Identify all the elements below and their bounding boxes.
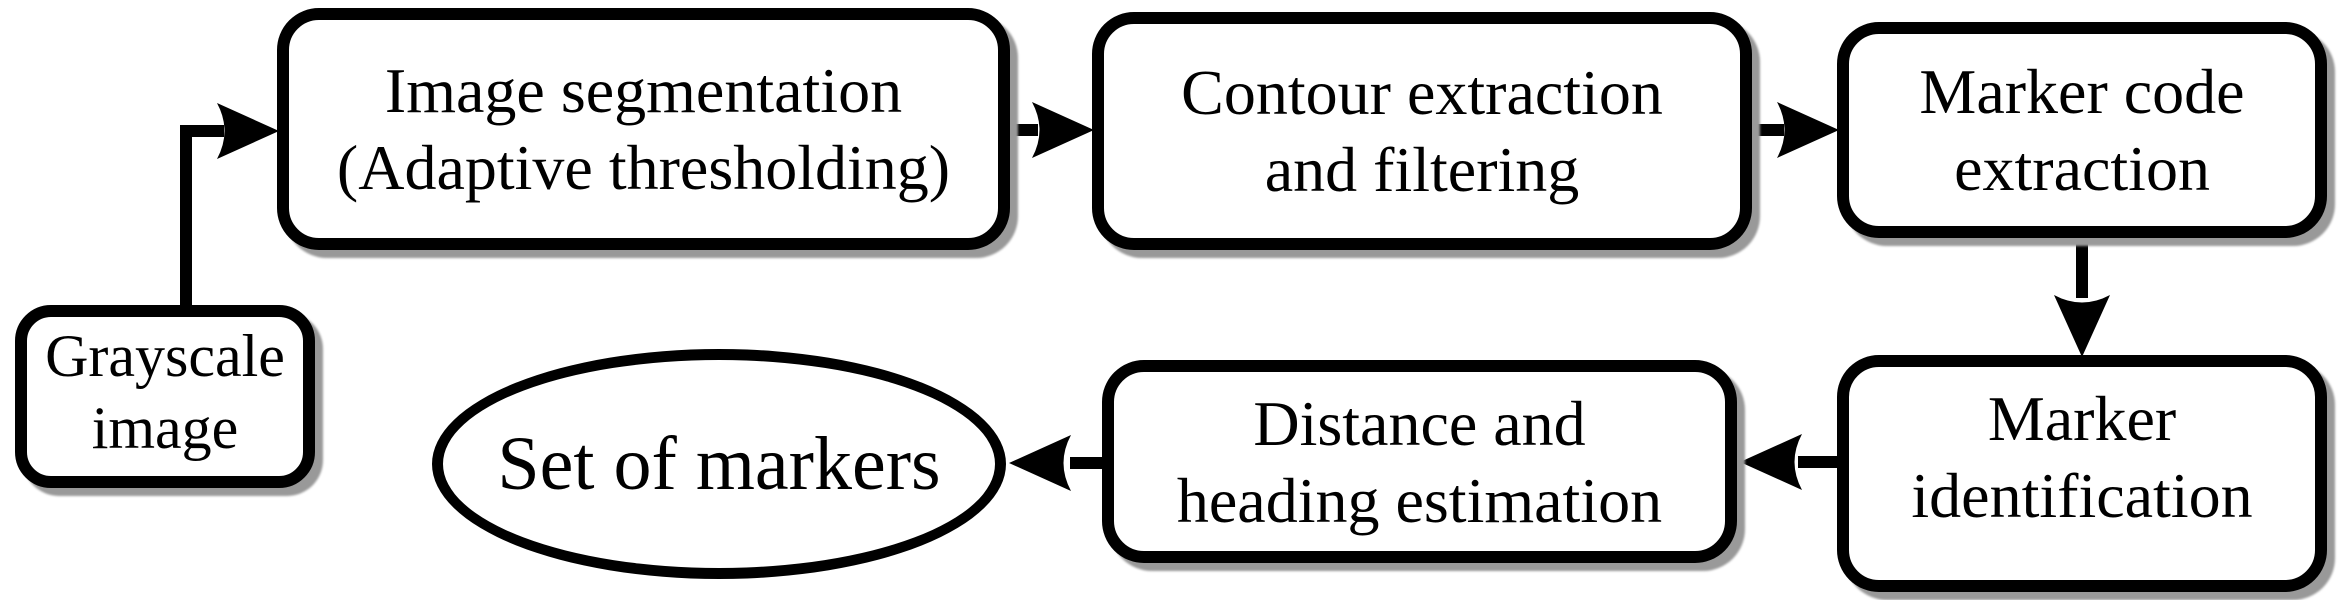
node-distance-heading-estimation: Distance and heading estimation — [1102, 360, 1737, 563]
node-image-segmentation: Image segmentation (Adaptive thresholdin… — [277, 8, 1010, 250]
node-set-of-markers: Set of markers — [432, 349, 1006, 579]
node-grayscale-image: Grayscale image — [15, 305, 315, 488]
node-label-line: (Adaptive thresholding) — [336, 132, 951, 203]
edge-segmentation-to-contour — [1005, 102, 1094, 158]
node-contour-extraction: Contour extraction and filtering — [1092, 12, 1752, 250]
edge-grayscale-to-segmentation — [180, 103, 279, 310]
node-label-line: Marker — [1987, 382, 2177, 454]
edge-contour-to-markercode — [1750, 102, 1839, 158]
node-label-line: extraction — [1954, 133, 2210, 204]
node-marker-identification: Marker identification — [1837, 355, 2327, 592]
node-label-line: identification — [1911, 459, 2253, 531]
node-label-line: and filtering — [1264, 134, 1580, 205]
node-label-line: Distance and — [1253, 387, 1586, 459]
edge-markercode-to-markerid — [2054, 236, 2110, 357]
node-label-line: image — [91, 394, 239, 461]
node-marker-code-extraction: Marker code extraction — [1837, 22, 2327, 238]
edge-distance-to-markers — [1009, 435, 1104, 491]
node-label-line: Marker code — [1919, 56, 2245, 127]
node-label-line: Contour extraction — [1181, 57, 1663, 128]
node-label-line: Set of markers — [497, 422, 941, 506]
node-label-line: Image segmentation — [384, 55, 903, 126]
edge-markerid-to-distance — [1740, 434, 1839, 490]
node-label-line: Grayscale — [45, 322, 285, 389]
node-label-line: heading estimation — [1176, 464, 1663, 536]
